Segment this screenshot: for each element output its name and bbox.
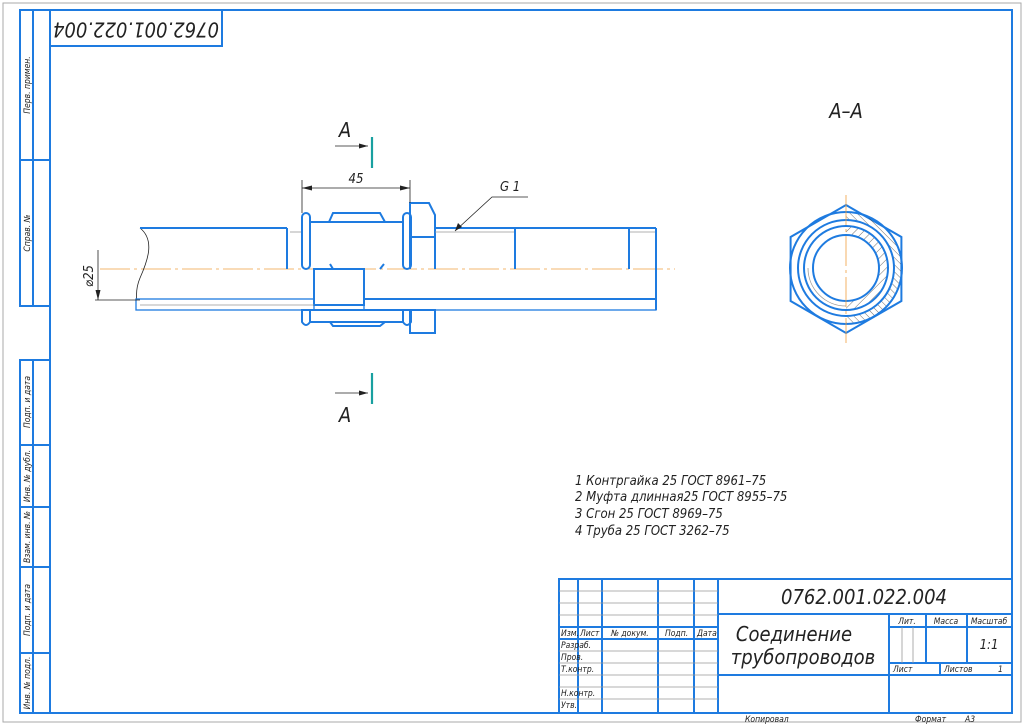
- parts-list: 1 Контргайка 25 ГОСТ 8961–75 2 Муфта дли…: [575, 474, 787, 539]
- thread-label: G 1: [500, 180, 520, 195]
- col-header: Изм.: [561, 629, 579, 639]
- role-label: Т.контр.: [561, 665, 594, 675]
- parts-list-item: 1 Контргайка 25 ГОСТ 8961–75: [575, 474, 766, 489]
- col-header: Дата: [696, 629, 717, 639]
- col-header: Лист: [579, 629, 600, 639]
- strip-label: Инв. № подл.: [23, 657, 33, 710]
- dimension-length: 45: [349, 172, 364, 187]
- section-view: А–А: [789, 99, 903, 343]
- strip-label: Перв. примен.: [23, 56, 33, 113]
- format-value: А3: [964, 715, 975, 725]
- section-title: А–А: [828, 99, 863, 123]
- rotated-designation-box: 0762.001.022.004: [49, 9, 223, 47]
- strip-label: Подп. и дата: [23, 376, 33, 428]
- parts-list-item: 4 Труба 25 ГОСТ 3262–75: [575, 524, 730, 539]
- doc-number: 0762.001.022.004: [781, 585, 947, 609]
- role-label: Н.контр.: [561, 689, 595, 699]
- role-label: Разраб.: [561, 641, 591, 651]
- section-letter-top: А: [338, 118, 351, 142]
- rotated-designation: 0762.001.022.004: [53, 18, 219, 42]
- title-line-2: трубопроводов: [731, 645, 876, 669]
- sheets-label: Листов: [943, 665, 973, 675]
- parts-list-item: 3 Сгон 25 ГОСТ 8969–75: [575, 507, 723, 522]
- title-line-1: Соединение: [736, 622, 852, 646]
- col-header: Подп.: [665, 629, 688, 639]
- parts-list-item: 2 Муфта длинная25 ГОСТ 8955–75: [575, 490, 787, 505]
- strip-label: Справ. №: [23, 214, 33, 251]
- left-side-strip: Перв. примен. Справ. № Подп. и дата Инв.…: [19, 9, 51, 714]
- role-label: Утв.: [561, 701, 577, 711]
- scale-label: Масштаб: [971, 617, 1008, 627]
- strip-label: Инв. № дубл.: [23, 450, 33, 502]
- dimension-diameter: ⌀25: [82, 265, 97, 287]
- col-header: № докум.: [610, 629, 649, 639]
- sheets-value: 1: [998, 665, 1003, 675]
- main-view: 45 G 1 ⌀25 А А: [82, 118, 675, 427]
- strip-label: Подп. и дата: [23, 584, 33, 636]
- role-label: Пров.: [561, 653, 583, 663]
- lit-label: Лит.: [897, 617, 916, 627]
- title-block: Изм. Лист № докум. Подп. Дата Разраб. Пр…: [558, 578, 1013, 714]
- section-letter-bottom: А: [338, 403, 351, 427]
- scale-value: 1:1: [980, 638, 999, 653]
- sheet-label: Лист: [892, 665, 913, 675]
- mass-label: Масса: [934, 617, 959, 627]
- strip-label: Взам. инв. №: [23, 511, 33, 563]
- copied-label: Копировал: [745, 715, 789, 725]
- format-label: Формат: [915, 715, 947, 725]
